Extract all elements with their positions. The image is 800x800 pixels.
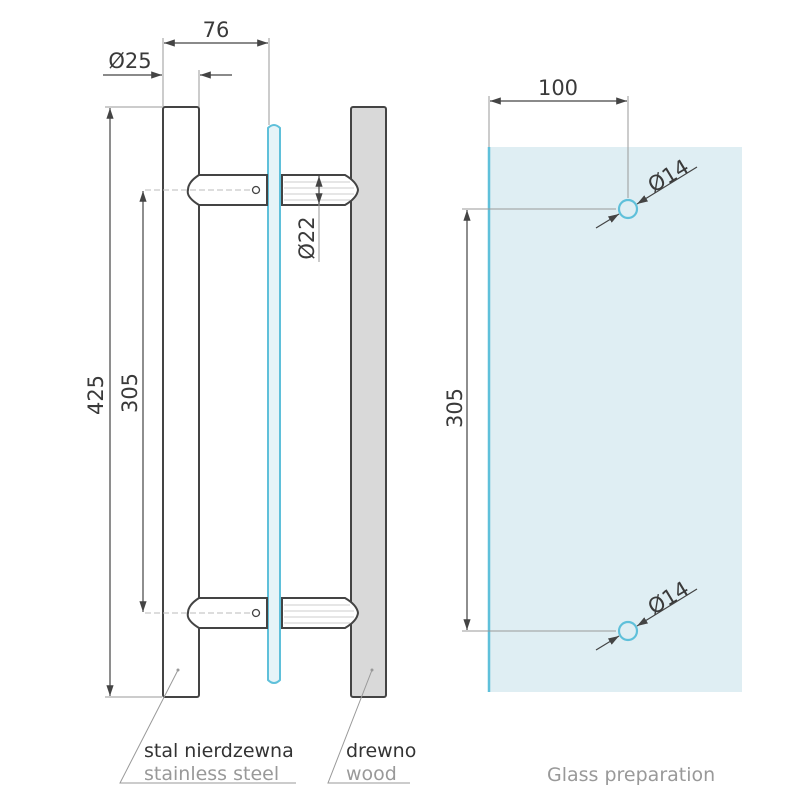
wood-bar	[350, 106, 387, 698]
label-steel-pl: stal nierdzewna	[144, 740, 294, 762]
dimension-305-handle: 305	[118, 373, 142, 413]
glass-pane-edge	[267, 124, 281, 684]
hole-top	[617, 198, 639, 220]
dimension-425: 425	[84, 375, 108, 415]
handle-side-view: 76 Ø25 425 305 Ø22	[84, 18, 387, 698]
hole-bottom	[617, 620, 639, 642]
glass-panel	[489, 147, 742, 692]
glass-preparation-view: 100 305 Ø14 Ø14	[443, 76, 742, 692]
label-glass-preparation: Glass preparation	[547, 764, 715, 786]
dimension-100: 100	[538, 76, 578, 100]
material-labels: stal nierdzewna stainless steel drewno w…	[119, 668, 715, 786]
dimension-76: 76	[203, 18, 230, 42]
label-wood-en: wood	[346, 763, 397, 785]
label-wood-pl: drewno	[346, 740, 416, 762]
standoff-bottom	[145, 597, 360, 629]
label-steel-en: stainless steel	[144, 763, 279, 785]
dimension-bar-diameter: Ø25	[108, 49, 151, 73]
dimension-305-glass: 305	[443, 388, 467, 428]
steel-bar	[162, 106, 200, 698]
dimension-standoff-diameter: Ø22	[295, 216, 319, 259]
